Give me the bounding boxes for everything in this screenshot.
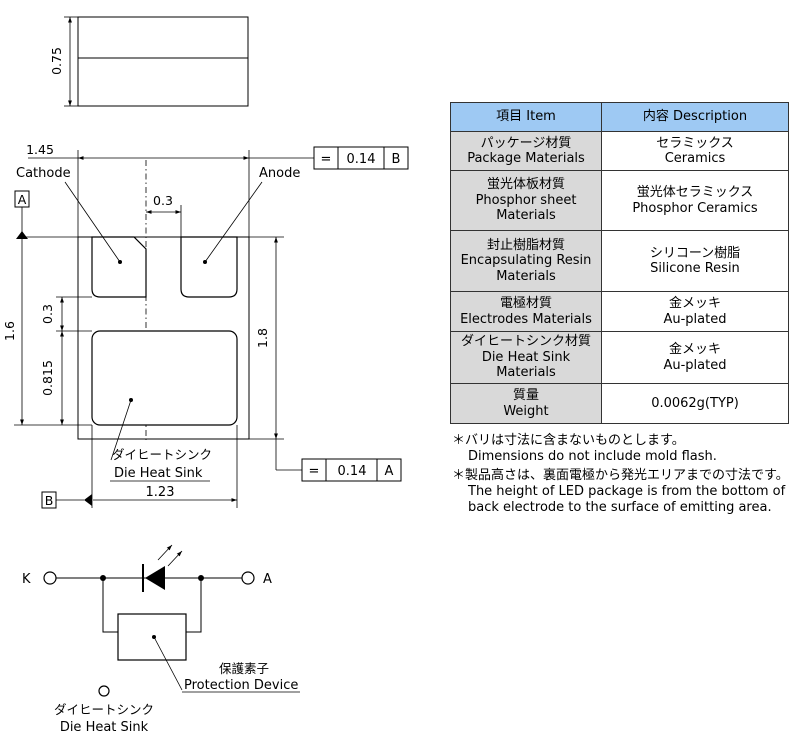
note-1-jp: バリは寸法に含まないものとします。 <box>465 433 685 448</box>
note-2-en-line1: The height of LED package is from the bo… <box>468 484 786 499</box>
dim-pad-gap-label: 0.3 <box>153 193 173 208</box>
circuit-heat-sink-jp: ダイヒートシンク <box>54 702 154 717</box>
terminal-k <box>43 571 57 585</box>
cathode-label: Cathode <box>16 166 71 181</box>
dim-pad-spacing-label: 0.3 <box>40 304 55 324</box>
row-description: 0.0062g(TYP) <box>601 383 789 424</box>
anode-pad <box>180 236 238 298</box>
cathode-pad <box>91 236 147 298</box>
circuit-diagram: K A 保護素子 Protection Device ダイヒートシンク Die … <box>22 544 300 735</box>
protection-device-en: Protection Device <box>184 678 298 693</box>
note-2: ＊製品高さは、裏面電極から発光エリアまでの寸法です。 The height of… <box>452 468 789 516</box>
heat-sink-leader <box>110 399 132 461</box>
note-mark: ＊ <box>452 468 466 483</box>
note-mark: ＊ <box>452 433 466 448</box>
dim-width-total-label: 1.45 <box>26 142 54 157</box>
dim-body-height-label: 1.8 <box>255 328 270 348</box>
package-outline <box>77 236 250 440</box>
top-view: 1.45 = 0.14 B Cathode Anode 0.3 A 1.6 <box>2 142 409 509</box>
note-2-en-line2: back electrode to the surface of emittin… <box>468 500 772 515</box>
protection-device-leader <box>153 636 183 691</box>
header-description: 内容 Description <box>601 102 789 132</box>
protection-device-jp: 保護素子 <box>219 661 269 676</box>
datum-b-label: B <box>45 493 54 508</box>
note-2-jp: 製品高さは、裏面電極から発光エリアまでの寸法です。 <box>465 468 789 483</box>
note-1: ＊バリは寸法に含まないものとします。 Dimensions do not inc… <box>452 433 717 465</box>
datum-a-label: A <box>18 192 27 207</box>
terminal-a-label: A <box>263 572 272 587</box>
tolerance-a-datum: A <box>385 464 394 479</box>
dim-top-height-label: 0.75 <box>49 47 64 75</box>
tolerance-b-datum: B <box>392 152 401 167</box>
tolerance-box-b: = 0.14 B <box>313 146 409 170</box>
heat-sink-terminal <box>98 685 110 697</box>
side-view: 0.75 <box>49 16 249 107</box>
tolerance-box-a: = 0.14 A <box>301 458 402 482</box>
tolerance-a-value: 0.14 <box>338 464 367 479</box>
anode-label: Anode <box>259 166 300 181</box>
heat-sink-label-jp: ダイヒートシンク <box>112 447 212 462</box>
table-header-row: 項目 Item 内容 Description <box>450 102 789 132</box>
side-view-outline <box>77 16 249 107</box>
dim-heat-sink-height-label: 0.815 <box>40 360 55 396</box>
terminal-k-label: K <box>22 572 31 587</box>
heat-sink-label-en: Die Heat Sink <box>114 466 203 481</box>
terminal-a <box>241 571 255 585</box>
tolerance-b-symbol: = <box>321 152 332 167</box>
anode-leader <box>204 181 263 263</box>
led-diode-symbol <box>142 544 183 592</box>
circuit-heat-sink-en: Die Heat Sink <box>60 720 149 735</box>
tolerance-b-value: 0.14 <box>347 152 376 167</box>
cathode-leader <box>64 181 121 263</box>
note-1-en: Dimensions do not include mold flash. <box>468 449 717 464</box>
heat-sink-pad <box>91 330 238 426</box>
header-item: 項目 Item <box>450 102 602 132</box>
dim-height-total-label: 1.6 <box>2 321 17 341</box>
tolerance-a-symbol: = <box>309 464 320 479</box>
dim-heat-sink-width-label: 1.23 <box>146 485 175 500</box>
